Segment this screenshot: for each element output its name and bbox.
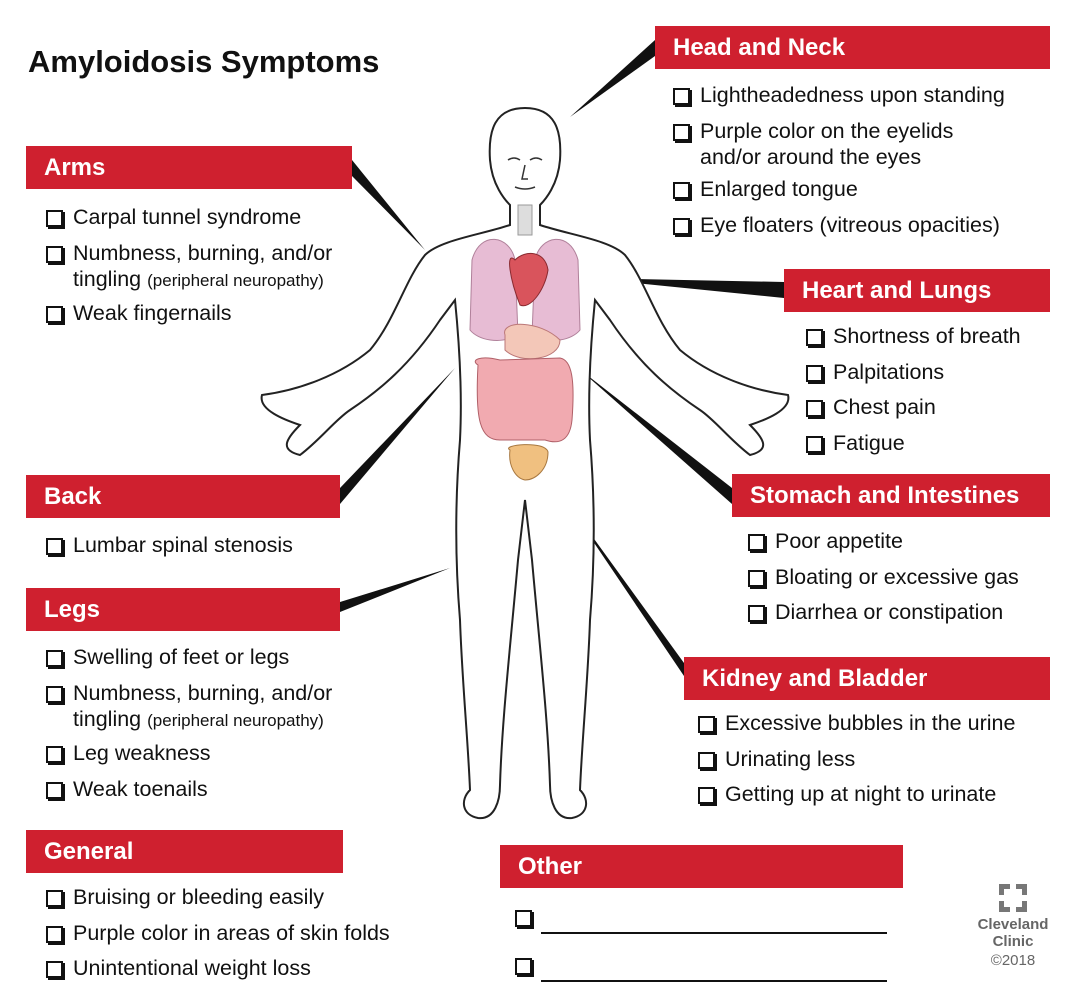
section-header-kidney: Kidney and Bladder [684,657,1050,700]
checkbox-icon[interactable] [673,123,690,141]
list-item: Chest pain [806,390,1021,426]
checkbox-icon[interactable] [46,650,63,667]
section-header-heart-lungs: Heart and Lungs [784,269,1050,312]
checkbox-icon[interactable] [748,569,765,587]
heart-list: Shortness of breath Palpitations Chest p… [806,319,1021,461]
pointer-arms [352,160,425,250]
pointer-back [340,368,455,504]
heart-icon [509,252,549,307]
checkbox-icon[interactable] [46,538,63,555]
legs-list: Swelling of feet or legs Numbness, burni… [46,640,332,807]
checkbox-icon[interactable] [806,400,823,417]
section-header-legs: Legs [26,588,340,631]
general-list: Bruising or bleeding easily Purple color… [46,880,390,987]
pointer-stomach [578,368,732,504]
checkbox-icon[interactable] [673,88,690,105]
checkbox-icon[interactable] [698,716,715,733]
list-item: Shortness of breath [806,319,1021,355]
list-item: Palpitations [806,355,1021,391]
checkbox-icon[interactable] [673,182,690,199]
head-list: Lightheadedness upon standing Purple col… [673,78,1005,243]
other-blank-1[interactable] [515,906,887,936]
blank-line[interactable] [541,932,887,934]
list-item: Carpal tunnel syndrome [46,200,332,236]
list-item: Weak toenails [46,772,332,808]
checkbox-icon[interactable] [806,364,823,382]
list-item: Lightheadedness upon standing [673,78,1005,114]
list-item: Weak fingernails [46,296,332,332]
checkbox-icon[interactable] [46,210,63,227]
checkbox-icon[interactable] [46,685,63,703]
list-item: Unintentional weight loss [46,951,390,987]
blank-line[interactable] [541,980,887,982]
checkbox-icon[interactable] [515,958,532,975]
list-item: Diarrhea or constipation [748,595,1019,631]
checkbox-icon[interactable] [46,746,63,763]
section-header-other: Other [500,845,903,888]
list-item: Eye floaters (vitreous opacities) [673,208,1005,244]
checkbox-icon[interactable] [515,910,532,927]
organs [469,204,581,481]
pointer-legs [340,568,450,612]
checkbox-icon[interactable] [806,435,823,453]
checkbox-icon[interactable] [698,751,715,769]
other-blank-2[interactable] [515,954,887,984]
face [507,157,543,190]
list-item: Lumbar spinal stenosis [46,528,293,564]
cross-logo-icon [999,884,1027,912]
list-item: Fatigue [806,426,1021,462]
list-item: Bruising or bleeding easily [46,880,390,916]
list-item: Poor appetite [748,524,1019,560]
checkbox-icon[interactable] [698,787,715,804]
arms-list: Carpal tunnel syndrome Numbness, burning… [46,200,332,332]
checkbox-icon[interactable] [748,534,765,551]
bladder [508,444,549,481]
list-item: Bloating or excessive gas [748,560,1019,596]
checkbox-icon[interactable] [748,605,765,622]
section-header-stomach: Stomach and Intestines [732,474,1050,517]
section-header-arms: Arms [26,146,352,189]
checkbox-icon[interactable] [806,329,823,346]
list-item: Urinating less [698,742,1015,778]
checkbox-icon[interactable] [46,925,63,943]
checkbox-icon[interactable] [46,245,63,263]
list-item: Enlarged tongue [673,172,1005,208]
checkbox-icon[interactable] [46,890,63,907]
list-item: Swelling of feet or legs [46,640,332,676]
list-item: Purple color in areas of skin folds [46,916,390,952]
section-header-back: Back [26,475,340,518]
section-header-general: General [26,830,343,873]
stomach-list: Poor appetite Bloating or excessive gas … [748,524,1019,631]
checkbox-icon[interactable] [46,306,63,323]
kidney-list: Excessive bubbles in the urine Urinating… [698,706,1015,813]
cleveland-clinic-logo: Cleveland Clinic ©2018 [968,884,1058,969]
checkbox-icon[interactable] [673,217,690,235]
section-header-head-neck: Head and Neck [655,26,1050,69]
back-list: Lumbar spinal stenosis [46,528,293,564]
page-title: Amyloidosis Symptoms [28,44,380,79]
list-item: Getting up at night to urinate [698,777,1015,813]
list-item: Leg weakness [46,736,332,772]
pointer-head [570,40,655,117]
checkbox-icon[interactable] [46,781,63,799]
list-item: Excessive bubbles in the urine [698,706,1015,742]
checkbox-icon[interactable] [46,961,63,978]
